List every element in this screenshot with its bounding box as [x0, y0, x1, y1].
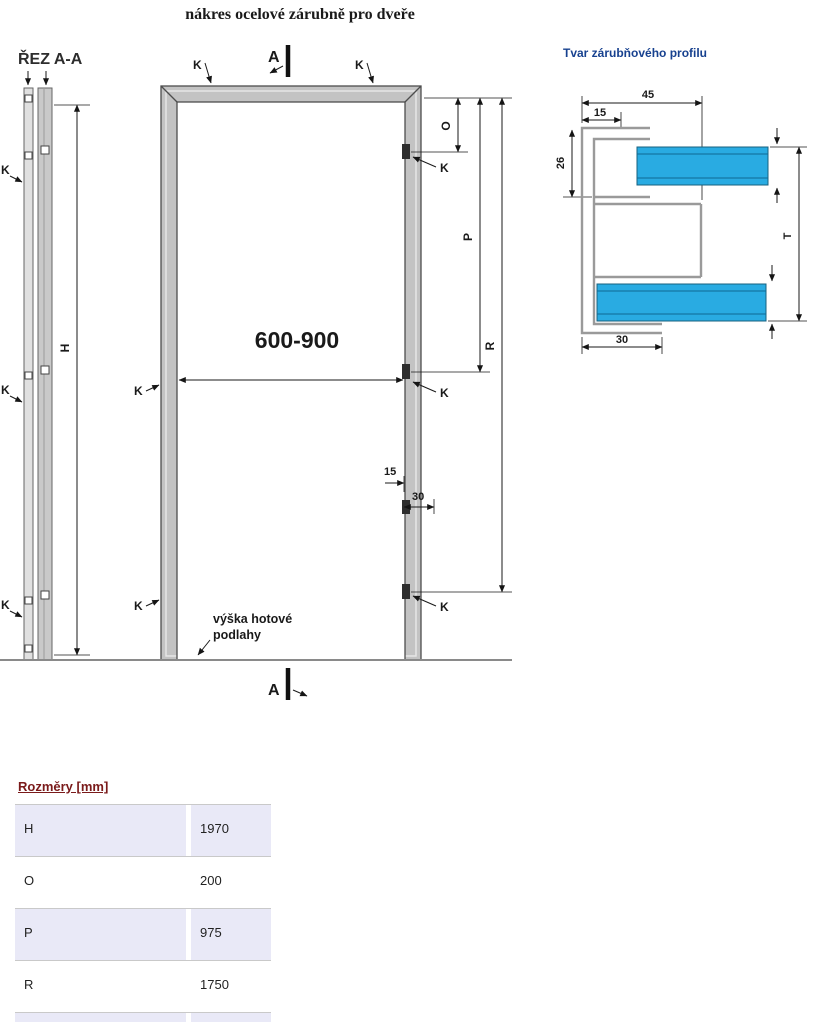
- svg-text:K: K: [193, 58, 202, 72]
- table-row-partial: [15, 1012, 271, 1022]
- dim-15-label: 15: [384, 466, 396, 478]
- front-view: A A K K K K K K K 600-900: [0, 45, 512, 700]
- mitre-right: [404, 85, 422, 103]
- table-row: O 200: [15, 856, 271, 908]
- dim-width-label: 600-900: [255, 327, 339, 353]
- profile-mini-dims: [768, 128, 781, 339]
- dims-right: O P R: [411, 97, 512, 593]
- floor-note-line2: podlahy: [213, 628, 261, 642]
- section-marker-bottom: A: [268, 668, 308, 700]
- front-k-marks: K K K K K K K: [134, 58, 449, 614]
- svg-text:K: K: [1, 383, 10, 397]
- table-cell-value: 1970: [191, 805, 271, 856]
- dims-detail: 15 30: [384, 466, 435, 514]
- svg-text:A: A: [268, 682, 280, 699]
- mitre-left: [160, 85, 178, 103]
- svg-text:K: K: [440, 386, 449, 400]
- table-title: Rozměry [mm]: [18, 779, 109, 794]
- svg-text:30: 30: [616, 334, 628, 346]
- table-cell-label: R: [24, 977, 34, 992]
- dim-O-label: O: [439, 121, 453, 130]
- svg-text:45: 45: [642, 89, 654, 101]
- table-row: R 1750: [15, 960, 271, 1012]
- profile-view: 45 15 26: [555, 89, 807, 354]
- table-row: P 975: [15, 908, 271, 960]
- dim-T: T: [768, 146, 807, 322]
- anchor-squares: [24, 94, 50, 653]
- svg-text:K: K: [134, 599, 143, 613]
- dim-H: H: [54, 104, 90, 656]
- svg-text:A: A: [268, 49, 280, 66]
- section-k-marks: K K K: [1, 163, 23, 618]
- profile-seal-bars: [596, 146, 769, 322]
- dim-R-label: R: [483, 341, 497, 350]
- floor-note: výška hotové podlahy: [197, 612, 292, 656]
- technical-drawing: nákres ocelové zárubně pro dveře ŘEZ A-A…: [0, 6, 807, 700]
- profile-title: Tvar zárubňového profilu: [563, 46, 707, 60]
- seal-bar-top: [636, 146, 769, 186]
- seal-bar-bottom: [596, 283, 767, 322]
- dim-width: 600-900: [178, 327, 404, 384]
- table-cell-value: 200: [200, 873, 222, 888]
- table-cell-label: P: [15, 909, 186, 960]
- section-marker-top: A: [268, 45, 291, 77]
- profile-outline: [580, 126, 703, 335]
- section-view: K K K H: [1, 71, 90, 661]
- table-cell-value: 975: [191, 909, 271, 960]
- svg-text:K: K: [440, 600, 449, 614]
- dim-15-profile: 15: [581, 107, 622, 129]
- table-cell-value: 1750: [200, 977, 229, 992]
- svg-text:K: K: [440, 161, 449, 175]
- floor-note-line1: výška hotové: [213, 612, 292, 626]
- svg-text:26: 26: [555, 157, 567, 169]
- svg-text:K: K: [134, 384, 143, 398]
- dim-45: 45: [581, 89, 703, 200]
- table-cell-label: [15, 1013, 186, 1022]
- drawing-title: nákres ocelové zárubně pro dveře: [185, 6, 415, 23]
- svg-text:K: K: [1, 163, 10, 177]
- dim-30-profile: 30: [581, 334, 663, 354]
- svg-text:K: K: [355, 58, 364, 72]
- svg-text:15: 15: [594, 107, 606, 119]
- dim-26: 26: [555, 129, 592, 198]
- section-label: ŘEZ A-A: [18, 49, 83, 68]
- dim-P-label: P: [461, 233, 475, 241]
- svg-text:T: T: [782, 232, 794, 239]
- table-cell-label: O: [24, 873, 35, 888]
- dim-30-label: 30: [412, 491, 424, 503]
- svg-text:K: K: [1, 598, 10, 612]
- table-row: H 1970: [15, 804, 271, 856]
- frame-opening: [176, 101, 406, 661]
- dim-H-label: H: [58, 344, 72, 353]
- table-cell-value: [191, 1013, 271, 1022]
- table-cell-label: H: [15, 805, 186, 856]
- dimensions-table: Rozměry [mm] H 1970 O 200 P 975 R 1750: [15, 779, 271, 1022]
